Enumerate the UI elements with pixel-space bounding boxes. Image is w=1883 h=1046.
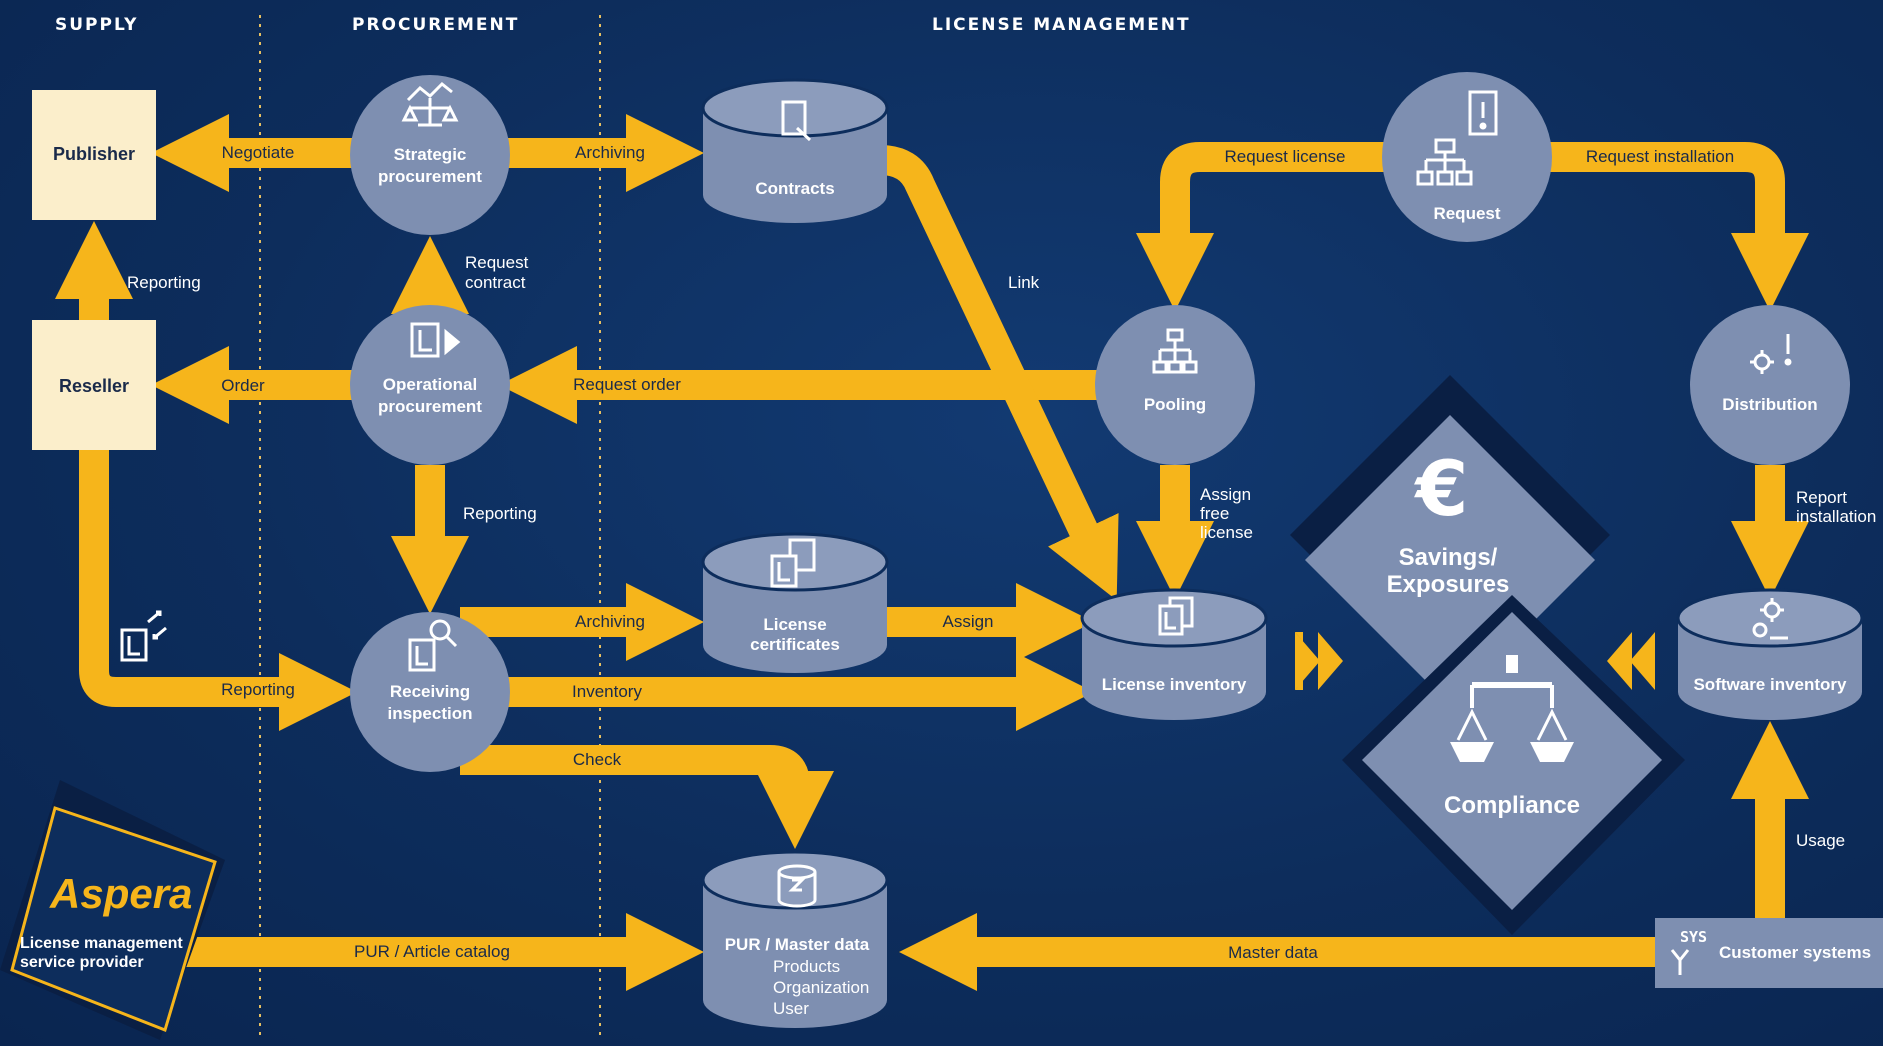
database-icon bbox=[777, 864, 817, 908]
label-report-installation-2: installation bbox=[1796, 507, 1876, 526]
label-assign-free-license-3: license bbox=[1200, 523, 1253, 542]
label-archiving-top: Archiving bbox=[575, 143, 645, 162]
arrow-request-license bbox=[1136, 142, 1385, 311]
customer-systems-icon: SYS bbox=[1680, 928, 1707, 946]
aspera-subtitle-1: License management bbox=[20, 935, 183, 952]
aspera-logo: Aspera License management service provid… bbox=[0, 780, 225, 1040]
license-certificates-label-1: License bbox=[763, 615, 826, 634]
customer-systems-box: SYS Customer systems bbox=[1655, 918, 1883, 988]
section-procurement: PROCUREMENT bbox=[352, 15, 519, 35]
balance-chart-icon bbox=[401, 81, 459, 127]
label-link: Link bbox=[1008, 273, 1040, 292]
pur-master-label: PUR / Master data bbox=[725, 935, 870, 954]
label-reporting-bottom: Reporting bbox=[221, 680, 295, 699]
distribution-node: Distribution bbox=[1690, 305, 1850, 465]
pur-master-data-database: PUR / Master data Products Organization … bbox=[701, 850, 889, 1028]
label-reporting-left: Reporting bbox=[127, 273, 201, 292]
pur-products-label: Products bbox=[773, 957, 840, 976]
distribution-label: Distribution bbox=[1722, 395, 1817, 414]
label-request-installation: Request installation bbox=[1586, 147, 1734, 166]
operational-label-1: Operational bbox=[383, 375, 477, 394]
contract-document-icon bbox=[781, 100, 812, 142]
gears-icon bbox=[1752, 598, 1788, 640]
receiving-inspection-node: Receiving inspection bbox=[350, 612, 510, 772]
label-archiving-mid: Archiving bbox=[575, 612, 645, 631]
aspera-wordmark: Aspera bbox=[49, 870, 192, 917]
arrow-check bbox=[460, 745, 834, 849]
label-assign: Assign bbox=[942, 612, 993, 631]
label-reporting-mid: Reporting bbox=[463, 504, 537, 523]
pur-user-label: User bbox=[773, 999, 809, 1018]
publisher-box: Publisher bbox=[32, 90, 156, 220]
receiving-label-1: Receiving bbox=[390, 682, 470, 701]
strategic-procurement-node: Strategic procurement bbox=[350, 75, 510, 235]
document-search-icon bbox=[408, 619, 458, 672]
request-node: Request bbox=[1382, 72, 1552, 242]
scales-icon bbox=[1450, 655, 1574, 762]
label-request-contract-2: contract bbox=[465, 273, 526, 292]
license-inventory-label: License inventory bbox=[1102, 675, 1247, 694]
section-supply: SUPPLY bbox=[55, 15, 138, 35]
label-negotiate: Negotiate bbox=[222, 143, 295, 162]
contracts-database: Contracts bbox=[701, 78, 889, 223]
euro-icon: € bbox=[1414, 444, 1469, 533]
label-inventory: Inventory bbox=[572, 682, 642, 701]
label-assign-free-license-2: free bbox=[1200, 504, 1229, 523]
license-certificates-database: License certificates bbox=[701, 532, 889, 673]
label-request-license: Request license bbox=[1225, 147, 1346, 166]
operational-procurement-node: Operational procurement bbox=[350, 305, 510, 465]
pooling-tree-icon bbox=[1152, 328, 1198, 374]
reseller-box: Reseller bbox=[32, 320, 156, 450]
strategic-label-2: procurement bbox=[378, 167, 482, 186]
pooling-node: Pooling bbox=[1095, 305, 1255, 465]
license-stack-icon bbox=[1158, 596, 1194, 636]
document-play-icon bbox=[410, 322, 461, 358]
label-order: Order bbox=[221, 376, 265, 395]
label-request-order: Request order bbox=[573, 375, 681, 394]
label-master-data: Master data bbox=[1228, 943, 1318, 962]
document-transfer-icon bbox=[120, 610, 167, 662]
aspera-subtitle-2: service provider bbox=[20, 954, 144, 971]
request-hierarchy-icon bbox=[1416, 90, 1498, 186]
software-inventory-label: Software inventory bbox=[1693, 675, 1847, 694]
section-license-management: LICENSE MANAGEMENT bbox=[932, 15, 1191, 35]
label-pur-article-catalog: PUR / Article catalog bbox=[354, 942, 510, 961]
license-inventory-database: License inventory bbox=[1080, 588, 1268, 720]
operational-label-2: procurement bbox=[378, 397, 482, 416]
customer-systems-label: Customer systems bbox=[1719, 943, 1871, 962]
receiving-label-2: inspection bbox=[387, 704, 472, 723]
arrow-reporting-reseller bbox=[79, 450, 357, 731]
pur-organization-label: Organization bbox=[773, 978, 869, 997]
savings-label: Savings/ bbox=[1399, 544, 1498, 571]
compliance-diamond: Compliance bbox=[1342, 595, 1685, 935]
label-usage: Usage bbox=[1796, 831, 1845, 850]
pooling-label: Pooling bbox=[1144, 395, 1206, 414]
strategic-label-1: Strategic bbox=[394, 145, 467, 164]
distribution-gear-icon bbox=[1750, 334, 1792, 374]
reseller-label: Reseller bbox=[59, 376, 129, 396]
certificates-icon bbox=[770, 538, 816, 588]
contracts-label: Contracts bbox=[755, 179, 834, 198]
arrow-request-installation bbox=[1548, 142, 1809, 311]
chevrons-left bbox=[1295, 632, 1343, 690]
software-inventory-database: Software inventory bbox=[1676, 588, 1864, 720]
label-report-installation-1: Report bbox=[1796, 488, 1847, 507]
exposures-label: Exposures bbox=[1387, 571, 1510, 598]
request-label: Request bbox=[1433, 204, 1500, 223]
publisher-label: Publisher bbox=[53, 144, 135, 164]
label-request-contract-1: Request bbox=[465, 253, 529, 272]
chevrons-right bbox=[1607, 632, 1655, 690]
compliance-label: Compliance bbox=[1444, 792, 1580, 819]
label-assign-free-license-1: Assign bbox=[1200, 485, 1251, 504]
arrow-link bbox=[879, 145, 1119, 601]
label-check: Check bbox=[573, 750, 622, 769]
license-certificates-label-2: certificates bbox=[750, 635, 840, 654]
